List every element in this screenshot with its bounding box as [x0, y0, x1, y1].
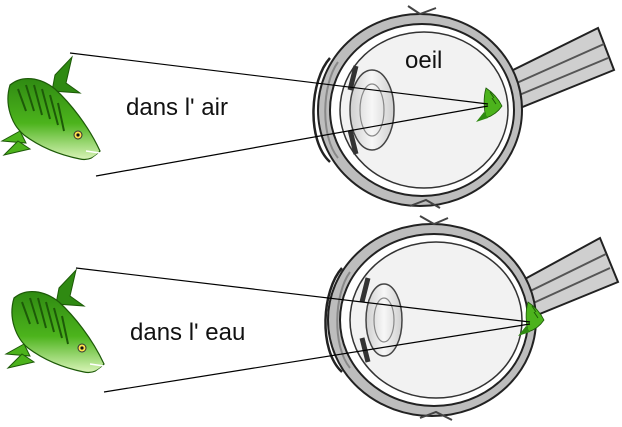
ray-air-bottom	[95, 105, 489, 177]
ray-air-top	[69, 52, 489, 105]
ray-water-top	[75, 267, 531, 323]
eye-air	[312, 5, 616, 209]
panel-air: oeil dans l' air	[1, 5, 616, 209]
panel-water: dans l' eau	[5, 215, 620, 421]
label-air: dans l' air	[126, 94, 228, 121]
label-water: dans l' eau	[130, 319, 245, 346]
fish-water	[5, 269, 105, 374]
ray-water-bottom	[103, 323, 531, 393]
fish-air	[1, 56, 101, 161]
eye-water	[324, 215, 620, 421]
label-eye: oeil	[405, 47, 442, 74]
